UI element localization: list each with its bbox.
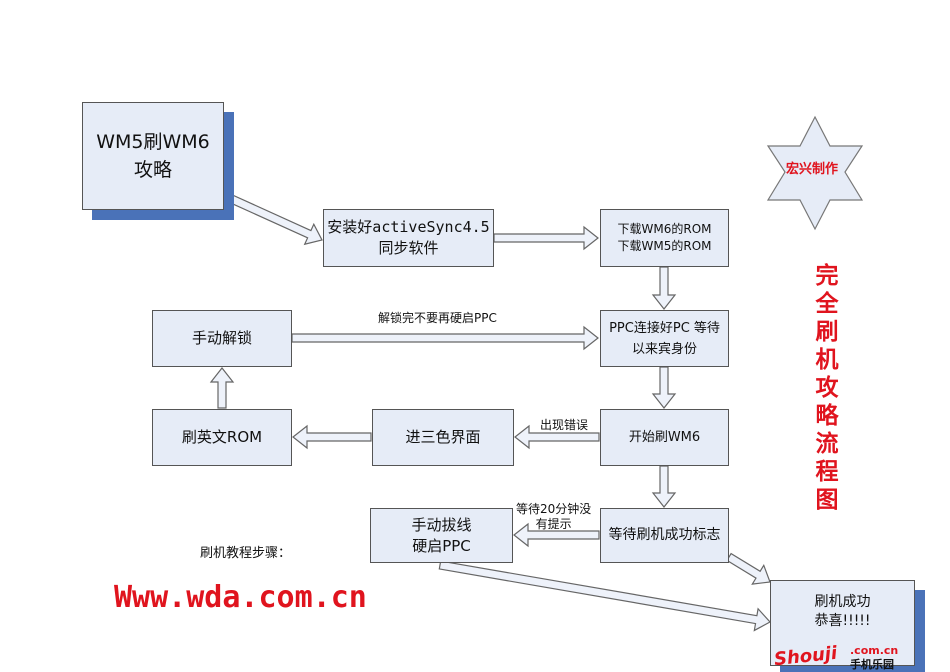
- step-unlock: 手动解锁: [152, 310, 292, 367]
- arrow-unplug-to-success: [438, 560, 771, 632]
- arrow-unlock-to-connect: [291, 325, 599, 351]
- arrow-title-to-install: [222, 191, 323, 246]
- label-timeout: 等待20分钟没 有提示: [516, 502, 592, 531]
- step-success: 刷机成功 恭喜!!!!!: [770, 580, 915, 666]
- step-connect: PPC连接好PC 等待 以来宾身份: [600, 310, 729, 367]
- website-link[interactable]: Www.wda.com.cn: [114, 580, 367, 615]
- side-title: 完 全 刷 机 攻 略 流 程 图: [815, 262, 839, 513]
- step-tricolor: 进三色界面: [372, 409, 514, 466]
- step-install: 安装好activeSync4.5 同步软件: [323, 209, 494, 267]
- step-unplug: 手动拔线 硬启PPC: [370, 508, 513, 563]
- label-no-reboot: 解锁完不要再硬启PPC: [378, 311, 497, 325]
- arrow-wait-to-unplug: [513, 522, 600, 548]
- arrow-install-to-download: [493, 225, 599, 251]
- arrow-connect-to-start: [651, 366, 677, 409]
- arrow-tricolor-to-english: [292, 424, 372, 450]
- step-wait: 等待刷机成功标志: [600, 508, 729, 563]
- arrow-wait-to-success: [726, 552, 771, 585]
- arrow-start-to-tricolor: [514, 424, 600, 450]
- arrow-english-to-unlock: [209, 367, 235, 409]
- watermark-domain: .com.cn: [850, 644, 899, 657]
- label-error: 出现错误: [540, 418, 589, 432]
- label-tutorial: 刷机教程步骤：: [200, 546, 292, 561]
- author-badge: 宏兴制作: [786, 162, 839, 177]
- arrow-download-to-connect: [651, 266, 677, 310]
- step-start: 开始刷WM6: [600, 409, 729, 466]
- title-box: WM5刷WM6 攻略: [82, 102, 224, 210]
- star-badge-shape: [766, 115, 864, 231]
- step-download: 下载WM6的ROM 下载WM5的ROM: [600, 209, 729, 267]
- arrow-start-to-wait: [651, 465, 677, 508]
- watermark-name: 手机乐园: [850, 658, 894, 671]
- step-english-rom: 刷英文ROM: [152, 409, 292, 466]
